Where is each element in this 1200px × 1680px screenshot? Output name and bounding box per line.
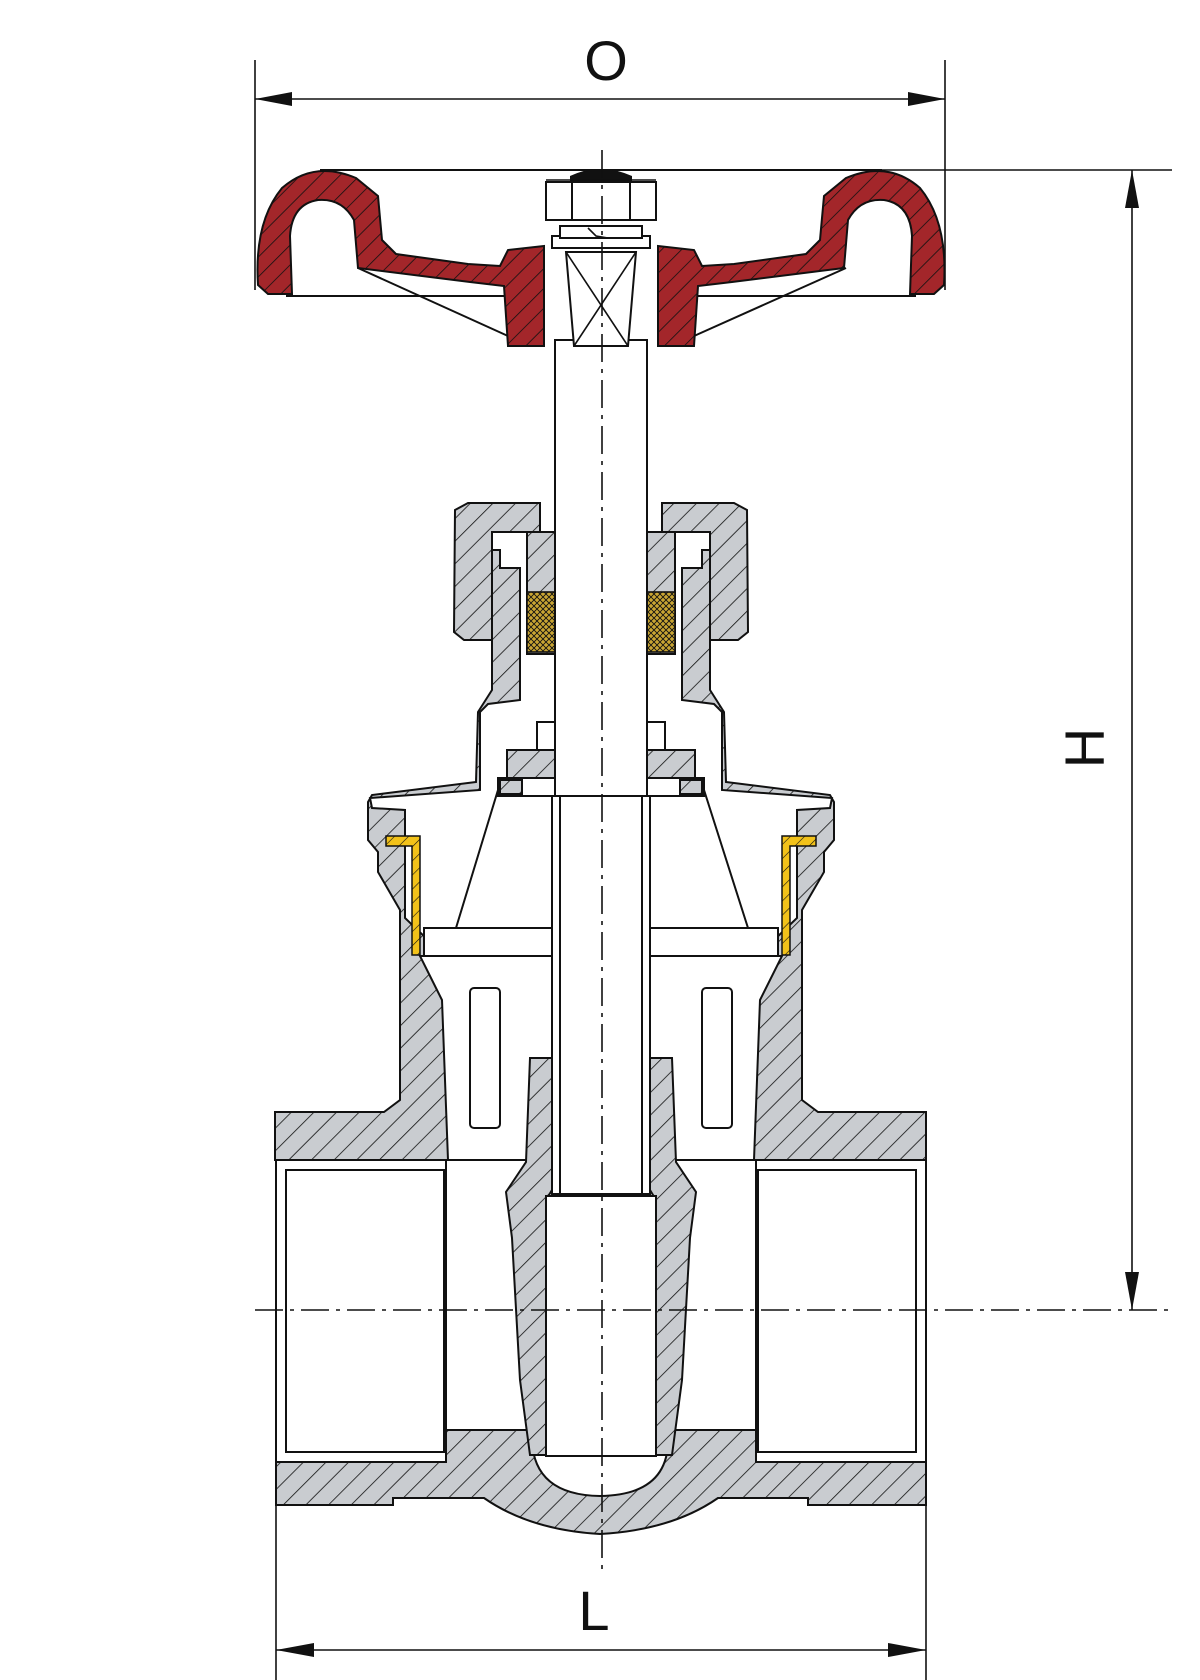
dimension-o: O <box>254 29 946 290</box>
dimension-o-label: O <box>584 29 628 92</box>
dimension-l: L <box>275 1500 927 1680</box>
dimension-h: H <box>800 169 1172 1310</box>
handwheel-nut <box>545 169 657 239</box>
valve-body <box>274 549 927 1536</box>
dimension-l-label: L <box>578 1579 609 1642</box>
gate-wedge <box>504 1057 698 1457</box>
valve-stem <box>551 339 651 1195</box>
centre-lines <box>255 150 1172 1572</box>
dimension-h-label: H <box>1053 728 1116 768</box>
